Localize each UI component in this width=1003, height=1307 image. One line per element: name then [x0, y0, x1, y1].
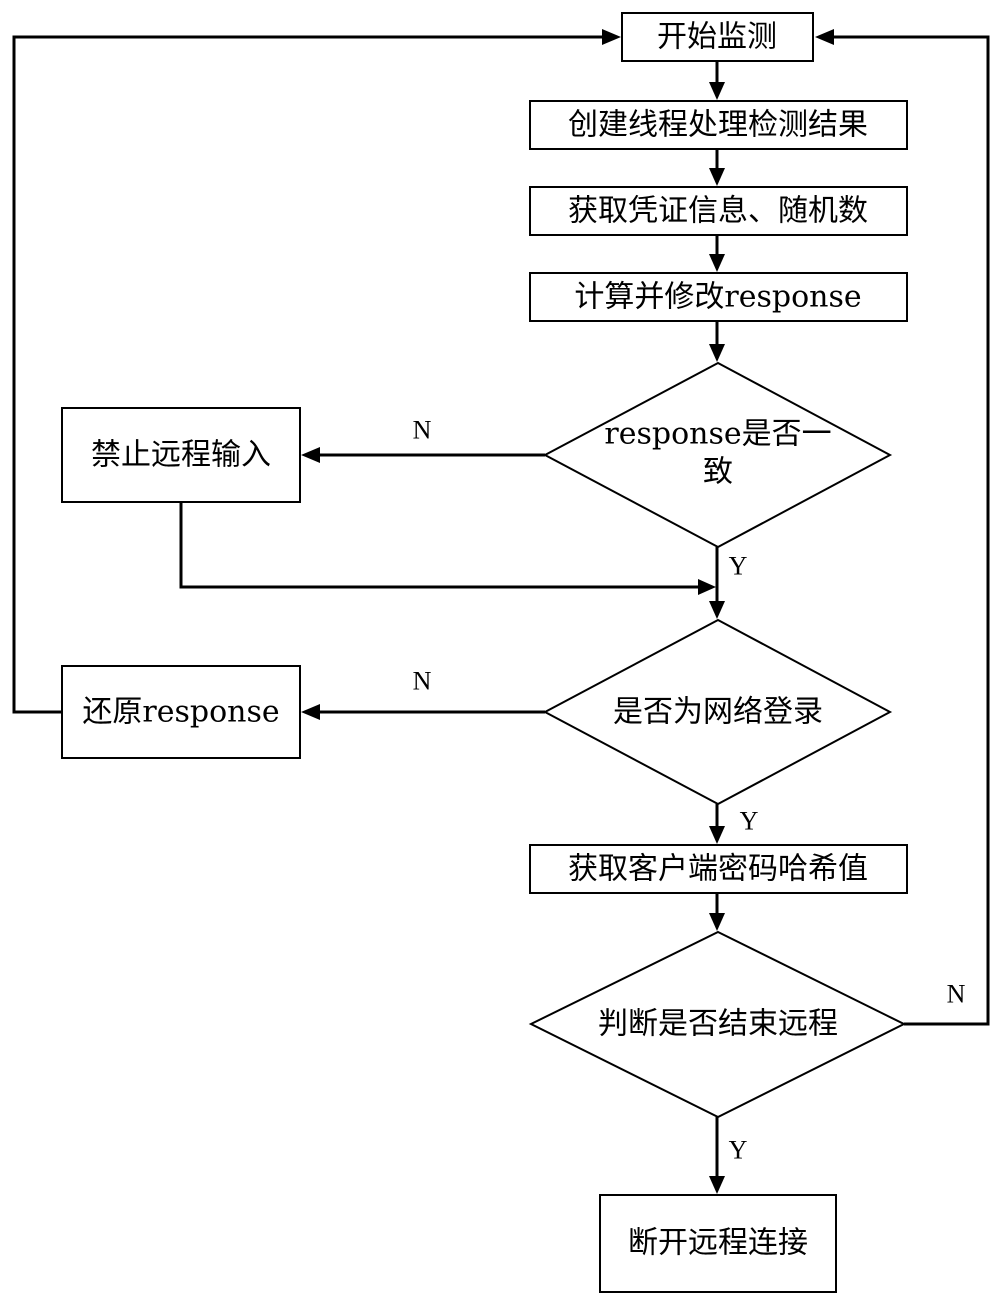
disconnect-node: 断开远程连接 [599, 1194, 837, 1293]
check-response-label-line1: response是否一 [604, 417, 831, 452]
network-login-label: 是否为网络登录 [613, 695, 823, 730]
arrow-end-no-loop-to-start [815, 29, 990, 1026]
start-monitoring-node: 开始监测 [621, 12, 814, 62]
network-yes-label: Y [740, 807, 759, 836]
end-yes-label: Y [729, 1136, 748, 1165]
disconnect-label: 断开远程连接 [628, 1226, 808, 1261]
compute-response-node: 计算并修改response [529, 272, 908, 322]
start-monitoring-label: 开始监测 [657, 20, 777, 55]
arrow-block-to-merge [179, 502, 716, 595]
get-credentials-label: 获取凭证信息、随机数 [568, 194, 868, 229]
get-client-hash-label: 获取客户端密码哈希值 [568, 852, 868, 887]
block-remote-input-label: 禁止远程输入 [91, 438, 271, 473]
end-remote-label: 判断是否结束远程 [598, 1007, 838, 1042]
arrow-response-no-to-block [301, 447, 545, 463]
arrow-compute-to-check [709, 321, 725, 362]
arrow-restore-loop-to-start [12, 29, 621, 714]
arrow-thread-to-credentials [709, 149, 725, 186]
arrow-network-no-to-restore [301, 704, 545, 720]
arrow-network-yes-to-hash [709, 804, 725, 844]
arrow-start-to-thread [709, 61, 725, 100]
check-response-label-line2: 致 [703, 455, 733, 490]
block-remote-input-node: 禁止远程输入 [61, 407, 301, 503]
arrow-credentials-to-compute [709, 235, 725, 272]
end-no-label: N [947, 980, 966, 1009]
response-yes-label: Y [729, 552, 748, 581]
check-response-decision: response是否一 致 [542, 361, 893, 549]
end-remote-decision: 判断是否结束远程 [528, 930, 907, 1119]
restore-response-label: 还原response [82, 695, 279, 730]
create-thread-label: 创建线程处理检测结果 [568, 108, 868, 143]
arrow-response-yes-to-network [709, 547, 725, 619]
network-login-decision: 是否为网络登录 [542, 618, 893, 806]
network-no-label: N [413, 667, 432, 696]
get-client-hash-node: 获取客户端密码哈希值 [529, 844, 908, 894]
create-thread-node: 创建线程处理检测结果 [529, 100, 908, 150]
compute-response-label: 计算并修改response [574, 280, 861, 315]
response-no-label: N [413, 416, 432, 445]
get-credentials-node: 获取凭证信息、随机数 [529, 186, 908, 236]
restore-response-node: 还原response [61, 665, 301, 759]
arrow-hash-to-end-check [709, 893, 725, 931]
arrow-end-yes-to-disconnect [709, 1117, 725, 1194]
